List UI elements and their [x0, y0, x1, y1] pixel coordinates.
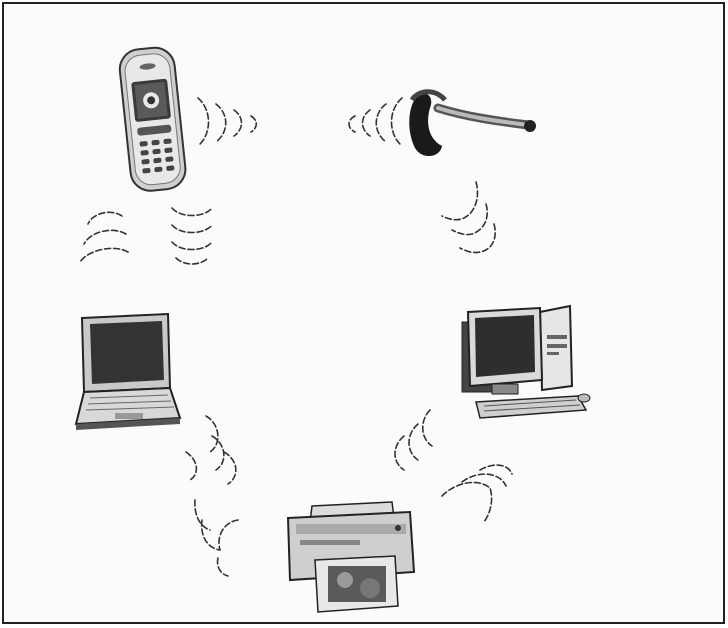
laptop-icon — [76, 314, 180, 430]
desktop-computer-icon — [462, 306, 590, 418]
